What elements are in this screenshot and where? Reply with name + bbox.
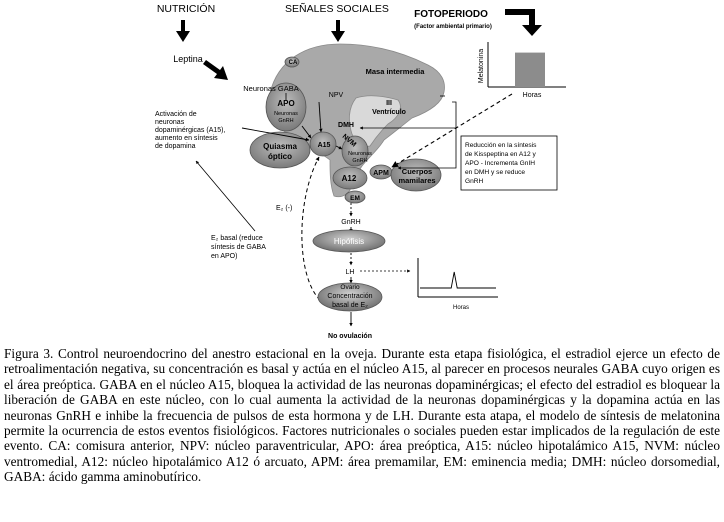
melatonin-xlabel: Horas [523, 92, 542, 99]
gnrh-label: GnRH [341, 219, 360, 226]
iii-label-2: Ventrículo [372, 109, 406, 116]
nvm-nucleus [341, 135, 369, 167]
fotoperiodo-bent-arrow [505, 9, 542, 36]
iii-label-1: III [386, 100, 392, 107]
e2-feedback-dashed [301, 156, 321, 301]
activacion-line-1: Activación de [155, 111, 197, 118]
ca-nucleus [284, 56, 300, 68]
melatonin-bar [515, 52, 545, 87]
apo-nucleus [265, 82, 307, 132]
reduccion-line-1: Reducción en la síntesis [465, 142, 537, 149]
neuroendocrine-diagram: NUTRICIÓN SEÑALES SOCIALES FOTOPERIODO (… [155, 2, 566, 340]
basal-label: basal de E₂ [332, 302, 368, 309]
nvm-sub1: Neuronas [348, 151, 372, 157]
a12-nucleus [332, 166, 368, 190]
fotoperiodo-sub: (Factor ambiental primario) [414, 24, 492, 30]
quiasma-optico [249, 131, 311, 169]
e2-basal-arrow [195, 160, 256, 232]
e2-minus-label: E₂ (-) [276, 205, 292, 212]
masa-intermedia-label: Masa intermedia [366, 67, 426, 76]
lh-label: LH [346, 269, 355, 276]
activacion-line-5: de dopamina [155, 143, 196, 150]
lh-graph-xlabel: Horas [453, 305, 469, 311]
activacion-line-2: neuronas [155, 119, 185, 126]
reduccion-line-2: de Kisspeptina en A12 y [465, 151, 536, 158]
ca-label: CA [289, 60, 298, 66]
hipofisis-oval [312, 229, 386, 253]
cuerpos-label-2: mamilares [398, 176, 435, 185]
hipofisis-label: Hipófisis [334, 237, 364, 246]
a15-nucleus [309, 131, 337, 157]
apo-sub2: GnRH [278, 118, 293, 124]
quiasma-label-1: Quiasma [263, 142, 297, 151]
apo-label: APO [277, 99, 294, 108]
concentracion-label: Concentración [327, 293, 372, 300]
e2-basal-note: E₂ basal (reduce síntesis de GABA en APO… [211, 235, 266, 260]
lh-pulse-graph: Horas [417, 258, 498, 311]
activacion-line-3: dopaminérgicas (A15), [155, 127, 225, 134]
leptina-label: Leptina [173, 54, 203, 64]
nutricion-label: NUTRICIÓN [157, 2, 215, 15]
cuerpos-label-1: Cuerpos [402, 167, 432, 176]
senales-sociales-label: SEÑALES SOCIALES [285, 2, 389, 15]
em-nucleus [344, 190, 366, 204]
activacion-arrow [241, 127, 310, 142]
third-ventricle [348, 95, 401, 147]
nutricion-arrow [176, 20, 190, 42]
activacion-note: Activación de neuronas dopaminérgicas (A… [155, 111, 225, 150]
reduccion-note: Reducción en la síntesis de Kisspeptina … [465, 142, 537, 185]
reduccion-line-5: GnRH [465, 178, 484, 185]
senales-sociales-arrow [331, 20, 345, 42]
e2-basal-line-1: E₂ basal (reduce [211, 235, 263, 242]
em-label: EM [350, 195, 360, 202]
melatonin-ylabel: Melatonina [478, 49, 485, 83]
e2-basal-line-2: síntesis de GABA [211, 244, 266, 251]
ovario-label: Ovario [340, 284, 360, 291]
dmh-label: DMH [338, 122, 354, 129]
apm-label: APM [373, 170, 389, 177]
melatonin-dashed-arrow [391, 93, 513, 168]
cuerpos-mamilares [390, 158, 442, 192]
apo-to-a15-arrow [301, 125, 312, 139]
a15-to-nvm-arrow [335, 145, 343, 150]
fotoperiodo-label: FOTOPERIODO [414, 9, 488, 20]
a15-label: A15 [318, 142, 331, 149]
figure-caption: Figura 3. Control neuroendocrino del ane… [4, 346, 720, 485]
melatonin-graph: Melatonina Horas [478, 42, 566, 99]
leptina-arrow [203, 60, 228, 80]
quiasma-label-2: óptico [268, 152, 292, 161]
a12-label: A12 [342, 174, 357, 183]
no-ovulacion-label: No ovulación [328, 333, 372, 340]
activacion-line-4: aumento en síntesis [155, 135, 218, 142]
e2-basal-line-3: en APO) [211, 253, 237, 260]
melatonin-bracket [397, 101, 457, 170]
npv-label: NPV [329, 92, 344, 99]
apo-sub1: Neuronas [274, 111, 298, 117]
neuronas-gaba-label: Neuronas GABA [243, 84, 298, 93]
reduccion-box [460, 135, 558, 191]
ovario-oval [317, 282, 383, 312]
reduccion-line-4: en DMH y se reduce [465, 169, 525, 176]
npv-to-a15-arrow [318, 101, 323, 133]
lh-pulse-line [420, 271, 496, 289]
reduccion-line-3: APO - Incrementa GnIH [465, 160, 535, 167]
nvm-sub2: GnRH [352, 158, 367, 164]
